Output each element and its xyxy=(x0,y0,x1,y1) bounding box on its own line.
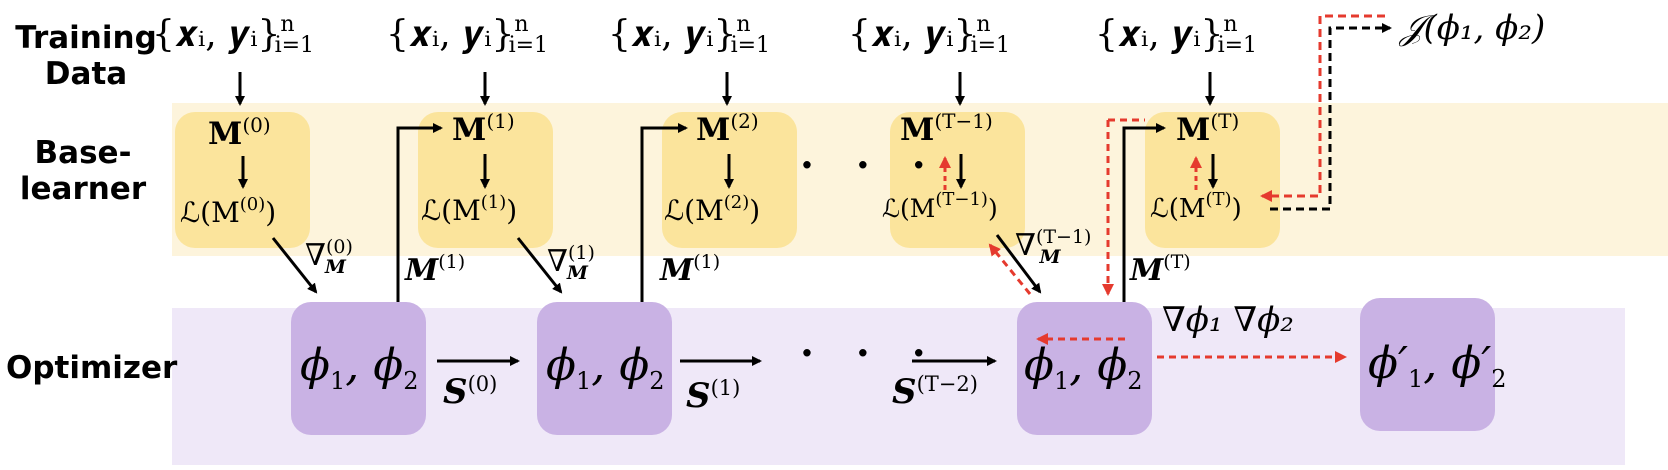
state-label-0: S(0) xyxy=(443,372,498,412)
model-to-loss-arrows xyxy=(238,154,1218,189)
state-label-2: S(T−2) xyxy=(892,372,978,412)
gradient-arrows xyxy=(271,234,1042,294)
model-label-4: M(T) xyxy=(1176,109,1240,148)
meta-gradient-label: ∇ϕ₁ ∇ϕ₂ xyxy=(1162,300,1294,340)
base-label-line1: Base- xyxy=(34,135,132,171)
loss-label-3: ℒ(M(T−1)) xyxy=(882,189,998,223)
model-label-2: M(2) xyxy=(696,109,759,148)
training-data-0: {𝒙ᵢ, 𝒚ᵢ}ni=1 xyxy=(152,12,315,58)
training-data-3: {𝒙ᵢ, 𝒚ᵢ}ni=1 xyxy=(848,12,1011,58)
training-data-label: Training Data xyxy=(12,20,160,92)
model-label-0: M(0) xyxy=(208,113,271,152)
data-input-arrows xyxy=(235,72,1215,106)
loss-label-2: ℒ(M(2)) xyxy=(664,192,761,227)
optimizer-box-2 xyxy=(1017,302,1152,435)
phi-label-3: ϕ′1, ϕ′2 xyxy=(1368,338,1507,393)
grad-label-2: ∇(T−1)M xyxy=(1015,226,1092,268)
training-label-line1: Training xyxy=(15,20,157,56)
grad-label-0: ∇(0)M xyxy=(305,236,353,278)
base-learner-label: Base- learner xyxy=(18,135,148,207)
phi-label-2: ϕ1, ϕ2 xyxy=(1024,340,1143,395)
base-label-line2: learner xyxy=(19,171,147,207)
ellipsis-base: · · · xyxy=(800,142,940,189)
inner-red-arrows xyxy=(939,156,1202,190)
ellipsis-optimizer: · · · xyxy=(800,330,940,377)
objective-path xyxy=(1270,23,1392,211)
optimizer-label: Optimizer xyxy=(6,350,178,386)
phi-label-0: ϕ1, ϕ2 xyxy=(300,340,419,395)
state-label-1: S(1) xyxy=(686,376,741,416)
phi-label-1: ϕ1, ϕ2 xyxy=(546,340,665,395)
model-label-3: M(T−1) xyxy=(900,109,993,148)
optimizer-label-text: Optimizer xyxy=(6,350,178,386)
grad-label-1: ∇(1)M xyxy=(547,242,595,284)
model-label-1: M(1) xyxy=(452,109,515,148)
optimizer-box-3 xyxy=(1360,298,1495,431)
training-data-1: {𝒙ᵢ, 𝒚ᵢ}ni=1 xyxy=(386,12,549,58)
optimizer-box-1 xyxy=(537,302,672,435)
update-arrows xyxy=(396,123,1166,302)
training-data-4: {𝒙ᵢ, 𝒚ᵢ}ni=1 xyxy=(1095,12,1258,58)
loss-label-4: ℒ(M(T)) xyxy=(1150,189,1242,224)
training-data-2: {𝒙ᵢ, 𝒚ᵢ}ni=1 xyxy=(608,12,771,58)
meta-gradient-path xyxy=(1260,14,1385,202)
training-label-line2: Data xyxy=(44,56,128,92)
optimizer-box-0 xyxy=(291,302,426,435)
objective-label: 𝒥(ϕ₁, ϕ₂) xyxy=(1400,8,1546,48)
optimizer-red-arrows xyxy=(1036,333,1347,363)
transfer-label-2: M(T) xyxy=(1130,251,1191,288)
loss-label-0: ℒ(M(0)) xyxy=(180,194,277,229)
transfer-label-0: M(1) xyxy=(405,251,466,288)
transfer-label-1: M(1) xyxy=(660,251,721,288)
update-red-arrow xyxy=(1102,118,1145,296)
gradient-red-arrow xyxy=(988,243,1032,295)
loss-label-1: ℒ(M(1)) xyxy=(421,192,518,227)
